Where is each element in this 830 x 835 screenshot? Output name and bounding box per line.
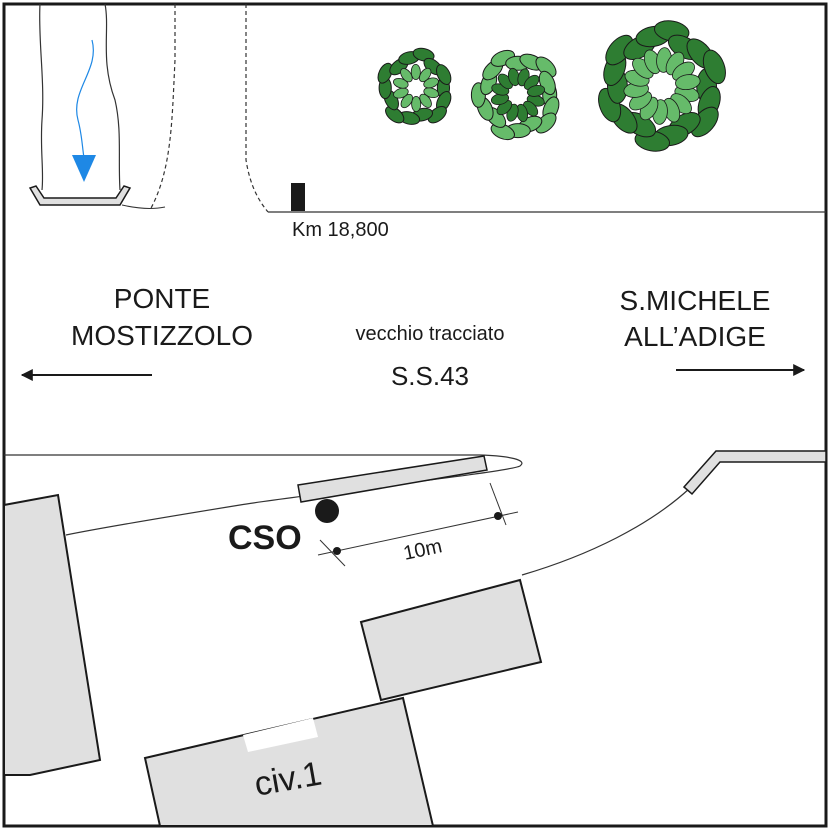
tree-leaf [675,74,701,91]
building-middle [359,578,543,702]
tree-canopy-icon [377,47,452,125]
culvert-shape [28,185,132,206]
km-marker-label: Km 18,800 [292,219,389,241]
tree-leaf [526,84,546,97]
tree-leaf [702,49,726,85]
left-destination-line1: PONTE [114,283,210,314]
dashed-road-edge-right [245,4,269,213]
tree-leaf [385,106,405,124]
side-road-curve [521,487,691,576]
tree-leaf [393,87,409,99]
tree-leaf [423,87,439,99]
distance-label: 10m [401,535,444,565]
tree-canopy-icon [598,20,726,152]
station-label: CSO [228,519,302,557]
dashed-road-edge-left [149,4,176,211]
tree-leaf [436,64,452,86]
road-name-label: S.S.43 [391,361,469,391]
blue-flow-arrow-icon [72,39,96,182]
tree-leaf [400,68,413,83]
tree-leaf [427,106,447,124]
tree-leaf [377,62,393,84]
km-post-icon [291,183,305,211]
tree-leaf [411,96,422,112]
station-dot-icon [315,499,339,523]
left-destination-line2: MOSTIZZOLO [71,320,253,351]
tree-leaf [419,67,432,83]
tree-leaf [419,93,432,108]
tree-leaf [400,93,413,109]
right-destination-line2: ALL’ADIGE [624,321,766,352]
trees-group [377,20,726,152]
tree-leaf [393,77,409,89]
guardrail-right [682,450,827,496]
tree-leaf [423,77,439,89]
tree-leaf [410,64,421,80]
right-destination-line1: S.MICHELE [620,285,771,316]
building-entrance [243,718,318,752]
tree-leaf [412,47,435,62]
sidewalk-strip [297,455,488,503]
tree-canopy-icon [470,49,560,141]
stream-channel [28,3,166,209]
building-civ1 [143,696,435,827]
building-left [3,493,102,776]
road-note-label: vecchio tracciato [356,323,505,345]
distance-measure [317,482,519,567]
